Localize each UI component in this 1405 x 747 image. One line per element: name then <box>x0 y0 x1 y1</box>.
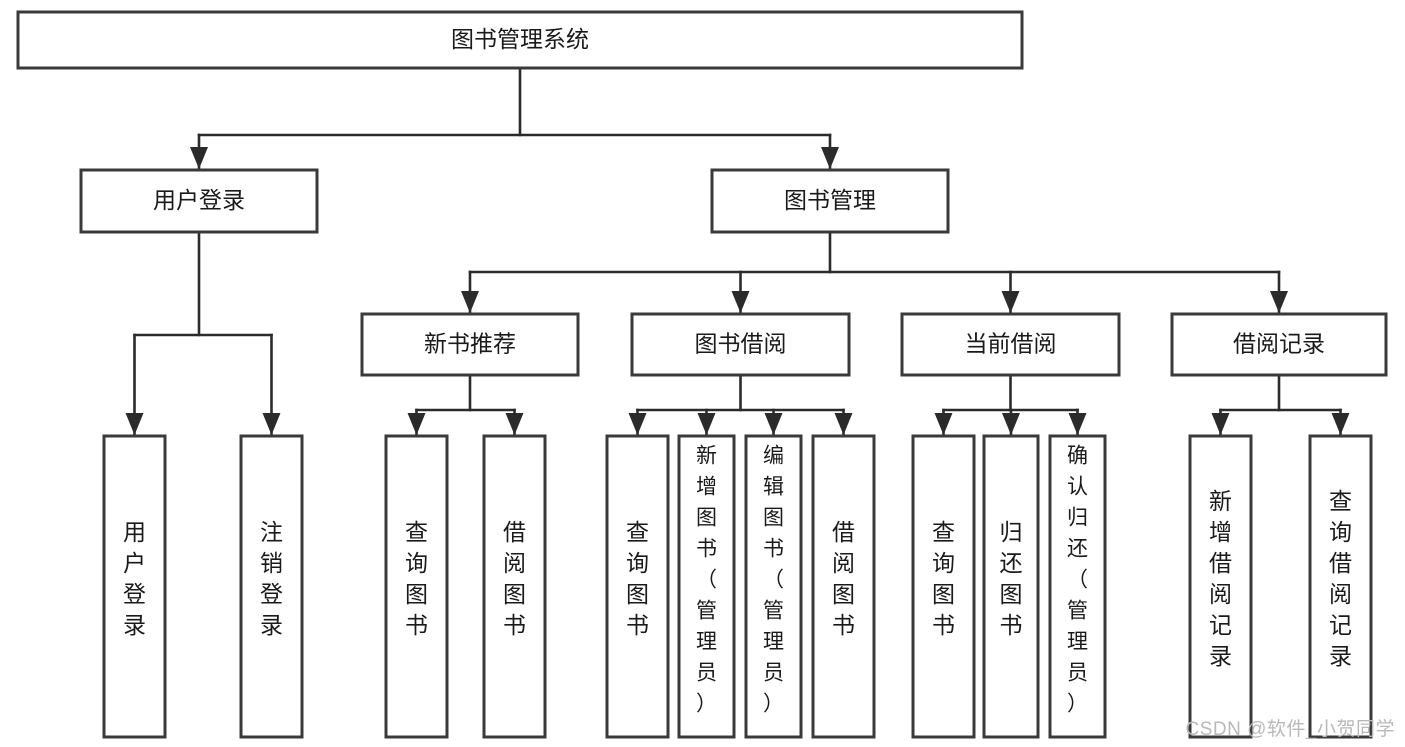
node-leaf-4-label: 查询图书 <box>626 519 649 638</box>
node-level3-0[interactable]: 新书推荐 <box>360 312 580 377</box>
node-leaf-10[interactable]: 确认归还（管理员） <box>1048 434 1107 739</box>
node-leaf-3-rect <box>482 434 547 739</box>
arrow-head-icon <box>262 413 281 435</box>
arrow-head-icon <box>731 291 750 313</box>
arrow-head-icon <box>407 413 426 435</box>
node-leaf-6-rect <box>744 434 803 739</box>
node-level3-2-label: 当前借阅 <box>965 331 1057 357</box>
node-root-system-rect <box>16 10 1024 70</box>
arrow-head-icon <box>1002 413 1020 435</box>
node-level2-0-label: 用户登录 <box>153 187 245 213</box>
node-root-system-label: 图书管理系统 <box>451 26 589 52</box>
node-level2-1[interactable]: 图书管理 <box>710 168 950 234</box>
node-level2-1-label: 图书管理 <box>784 187 876 213</box>
node-leaf-6[interactable]: 编辑图书（管理员） <box>744 434 803 739</box>
node-leaf-11[interactable]: 新增借阅记录 <box>1188 434 1253 739</box>
arrow-head-icon <box>764 413 783 435</box>
node-leaf-8-rect <box>911 434 976 739</box>
arrow-head-icon <box>461 291 479 313</box>
node-level3-0-rect <box>360 312 580 377</box>
arrow-head-icon <box>1211 413 1230 435</box>
node-leaf-2-label: 查询图书 <box>405 519 428 638</box>
node-leaf-8[interactable]: 查询图书 <box>911 434 976 739</box>
arrow-head-icon <box>505 413 524 435</box>
node-leaf-11-label: 新增借阅记录 <box>1209 488 1232 669</box>
node-leaf-10-rect <box>1048 434 1107 739</box>
node-level2-0[interactable]: 用户登录 <box>79 168 319 234</box>
arrow-head-icon <box>1331 413 1350 435</box>
node-root-system[interactable]: 图书管理系统 <box>16 10 1024 70</box>
node-leaf-0-label: 用户登录 <box>123 519 146 638</box>
node-leaf-9-rect <box>982 434 1040 739</box>
node-level3-1-rect <box>630 312 851 377</box>
node-leaf-9[interactable]: 归还图书 <box>982 434 1040 739</box>
node-level3-2-rect <box>900 312 1121 377</box>
arrow-head-icon <box>697 413 716 435</box>
node-level3-3[interactable]: 借阅记录 <box>1170 312 1388 377</box>
node-level3-0-label: 新书推荐 <box>424 331 516 357</box>
node-leaf-0-rect <box>102 434 167 739</box>
diagram-nodes: 图书管理系统用户登录图书管理新书推荐图书借阅当前借阅借阅记录用户登录注销登录查询… <box>16 10 1388 739</box>
node-leaf-7[interactable]: 借阅图书 <box>811 434 876 739</box>
node-level2-1-rect <box>710 168 950 234</box>
arrow-head-icon <box>125 413 144 435</box>
arrow-head-icon <box>1068 413 1087 435</box>
node-leaf-1-label: 注销登录 <box>260 519 283 638</box>
node-leaf-12-rect <box>1308 434 1373 739</box>
node-leaf-2[interactable]: 查询图书 <box>384 434 449 739</box>
node-leaf-7-label: 借阅图书 <box>832 519 855 638</box>
node-leaf-5-rect <box>677 434 736 739</box>
node-level3-3-label: 借阅记录 <box>1233 331 1325 357</box>
node-leaf-0[interactable]: 用户登录 <box>102 434 167 739</box>
arrow-head-icon <box>934 413 953 435</box>
node-leaf-8-label: 查询图书 <box>932 519 955 638</box>
node-leaf-9-label: 归还图书 <box>1000 519 1023 638</box>
node-level3-3-rect <box>1170 312 1388 377</box>
arrow-head-icon <box>190 147 208 169</box>
node-leaf-5-label: 新增图书（管理员） <box>696 445 717 716</box>
node-level3-2[interactable]: 当前借阅 <box>900 312 1121 377</box>
node-leaf-10-label: 确认归还（管理员） <box>1067 445 1088 716</box>
node-leaf-11-rect <box>1188 434 1253 739</box>
node-leaf-4-rect <box>605 434 670 739</box>
arrow-head-icon <box>1001 291 1020 313</box>
connector-edges <box>125 66 1350 436</box>
node-leaf-6-label: 编辑图书（管理员） <box>763 445 784 716</box>
node-leaf-1-rect <box>239 434 304 739</box>
node-leaf-3-label: 借阅图书 <box>503 519 526 638</box>
node-leaf-3[interactable]: 借阅图书 <box>482 434 547 739</box>
node-level2-0-rect <box>79 168 319 234</box>
node-level3-1-label: 图书借阅 <box>695 331 787 357</box>
node-leaf-2-rect <box>384 434 449 739</box>
arrow-head-icon <box>628 413 647 435</box>
node-leaf-5[interactable]: 新增图书（管理员） <box>677 434 736 739</box>
node-leaf-7-rect <box>811 434 876 739</box>
node-leaf-4[interactable]: 查询图书 <box>605 434 670 739</box>
node-level3-1[interactable]: 图书借阅 <box>630 312 851 377</box>
node-leaf-12[interactable]: 查询借阅记录 <box>1308 434 1373 739</box>
arrow-head-icon <box>834 413 853 435</box>
arrow-head-icon <box>1270 291 1288 313</box>
node-leaf-12-label: 查询借阅记录 <box>1329 488 1352 669</box>
node-leaf-1[interactable]: 注销登录 <box>239 434 304 739</box>
arrow-head-icon <box>821 147 839 169</box>
